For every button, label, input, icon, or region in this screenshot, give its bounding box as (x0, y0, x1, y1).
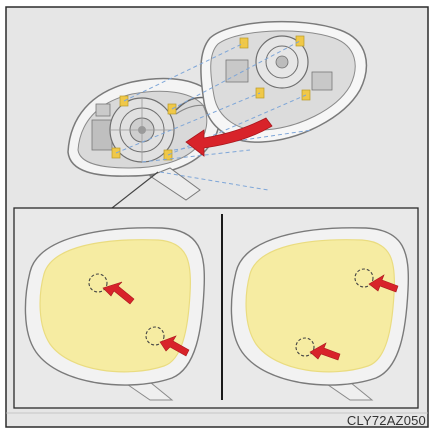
figure-code: CLY72AZ050 (347, 413, 426, 428)
mirror-glass-left (40, 240, 190, 372)
clip-icon (296, 36, 304, 46)
detail-panel (14, 208, 418, 408)
clip-icon (240, 38, 248, 48)
